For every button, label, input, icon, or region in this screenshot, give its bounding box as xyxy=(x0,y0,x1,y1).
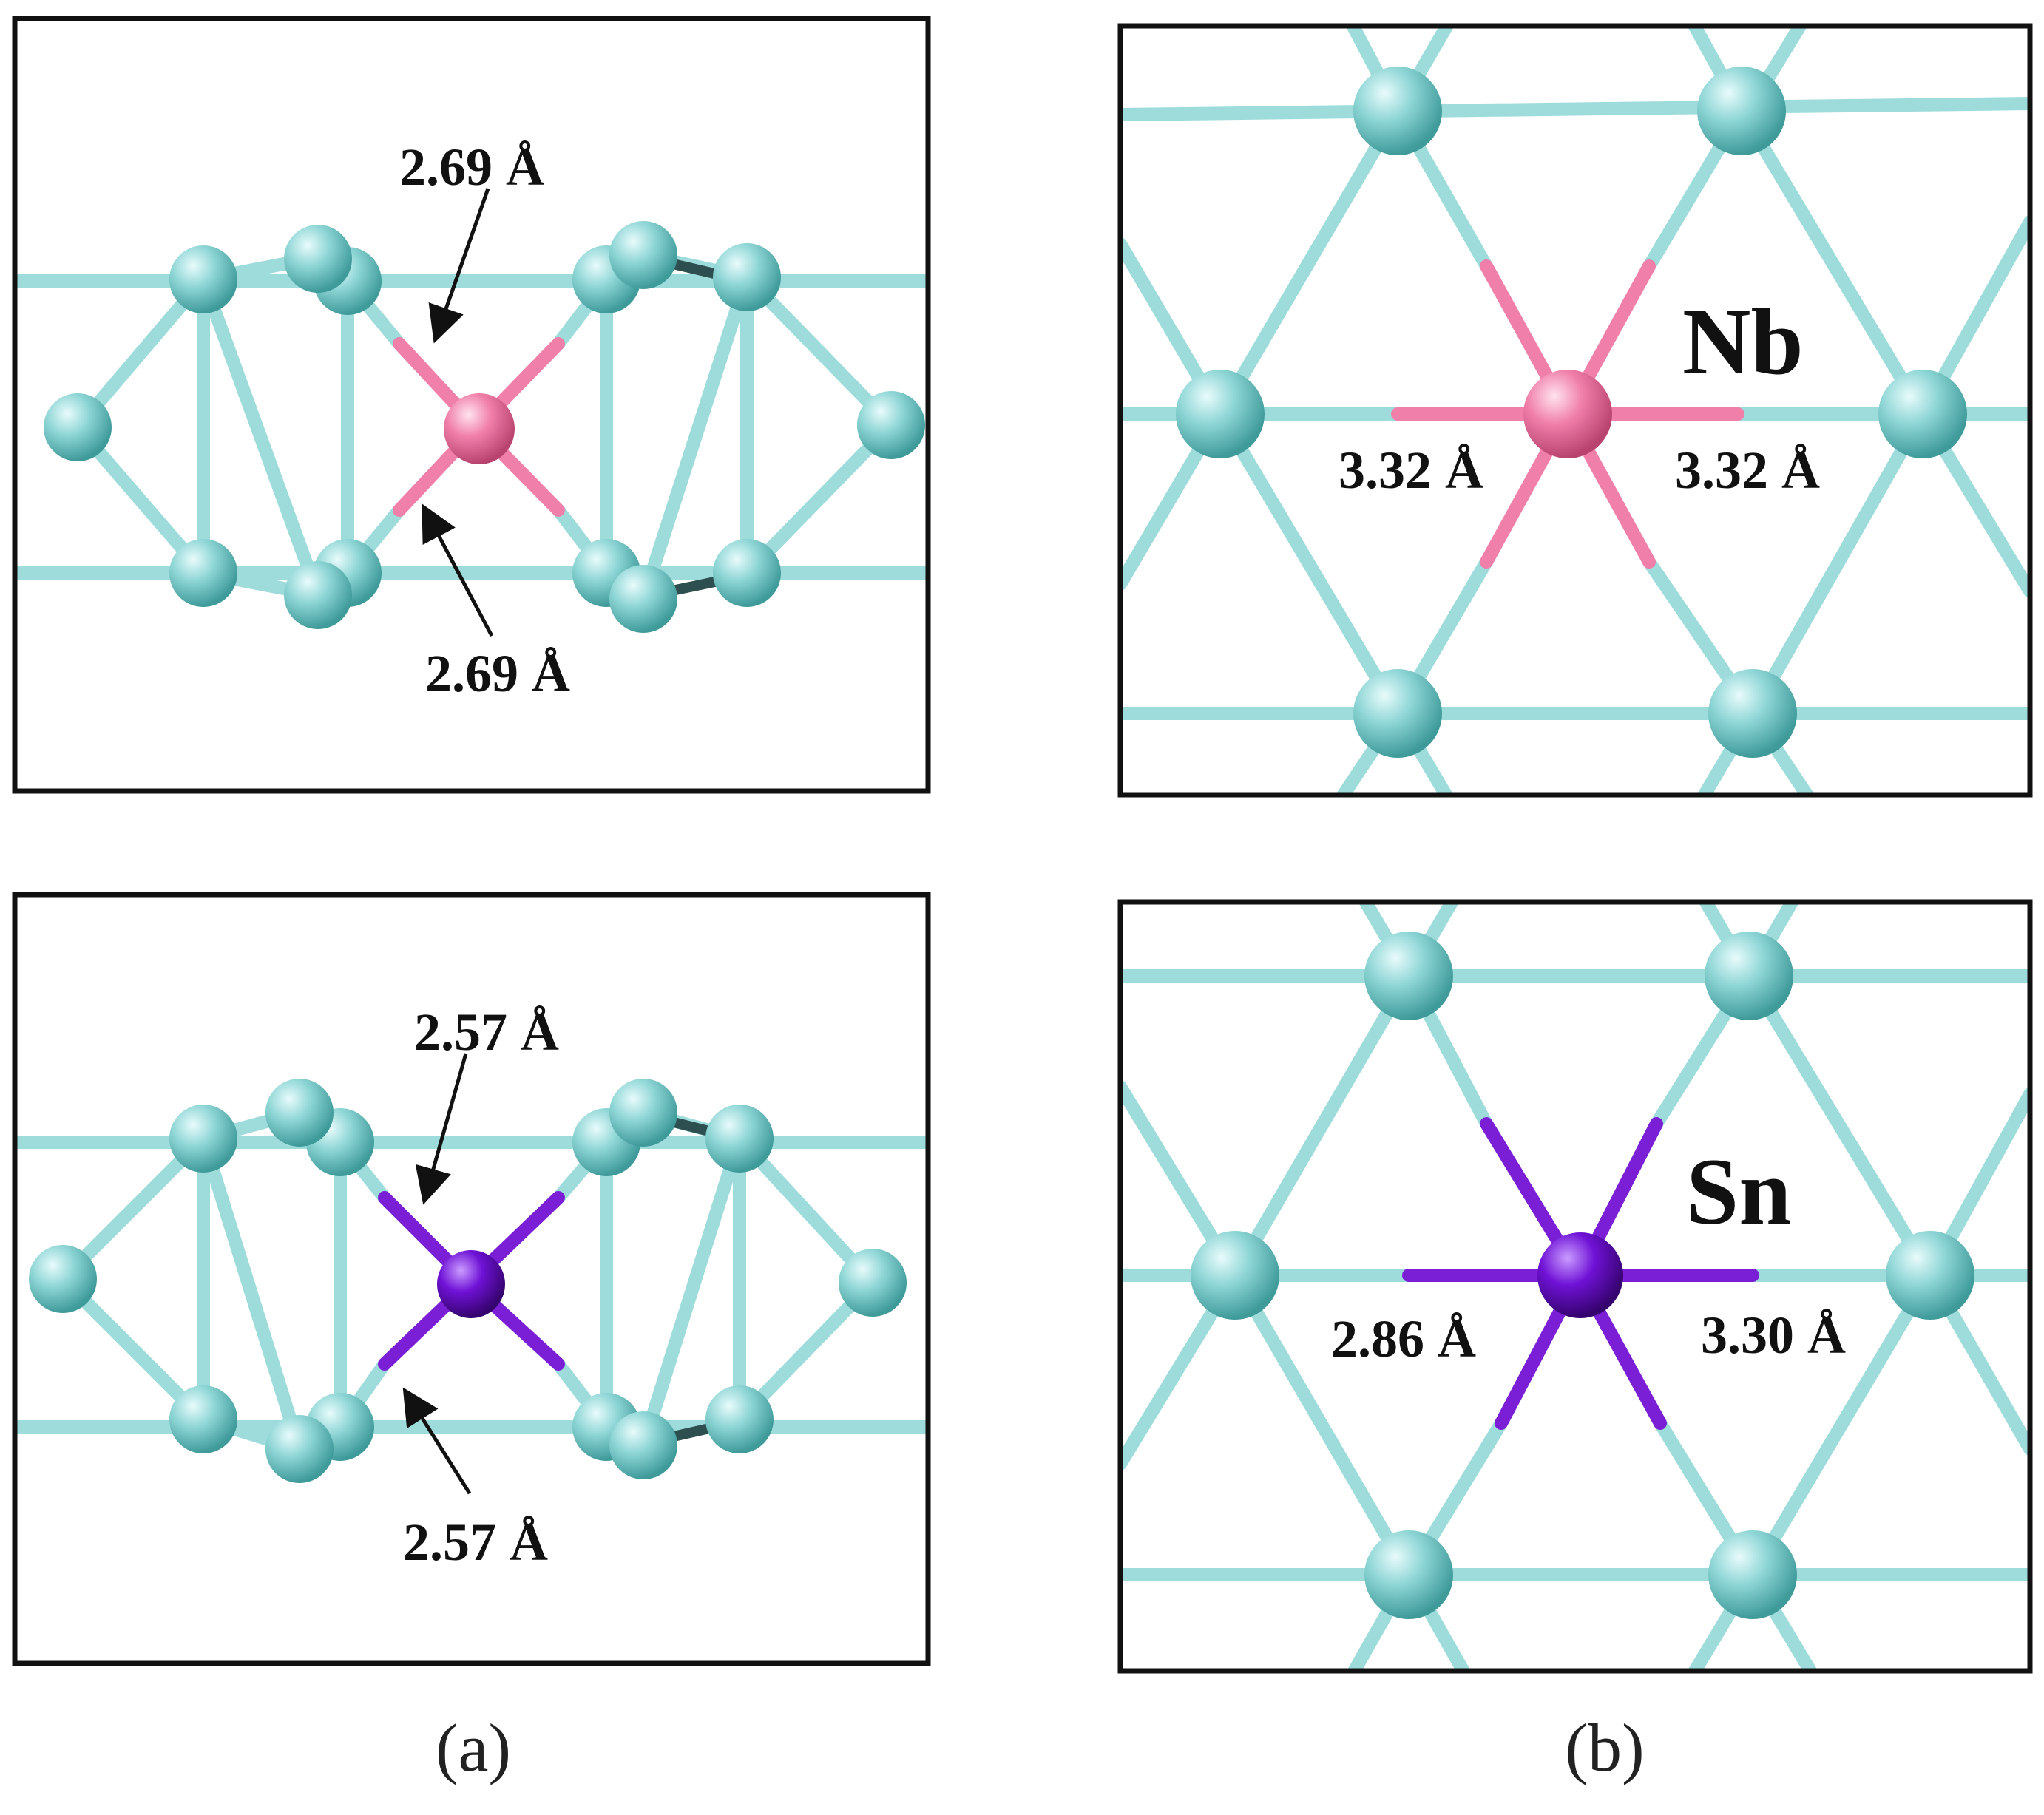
panel-b-top-view-sn: Sn 2.86 Å 3.30 Å xyxy=(1117,899,2033,1674)
nb-dopant-atom xyxy=(444,393,515,464)
element-label: Sn xyxy=(1686,1139,1791,1244)
bond-length-label-upper: 2.57 Å xyxy=(414,1003,559,1062)
bond-length-label-lower: 2.57 Å xyxy=(403,1513,548,1572)
sn-dopant-atom xyxy=(1537,1232,1623,1318)
sn-dopant-atom xyxy=(437,1250,505,1318)
bond-length-label-right: 3.30 Å xyxy=(1701,1306,1846,1365)
panel-a-side-view-sn: 2.57 Å 2.57 Å xyxy=(12,892,931,1666)
bond-length-label-lower: 2.69 Å xyxy=(425,644,570,703)
panel-frame xyxy=(12,892,931,1666)
panel-a-side-view-nb: 2.69 Å 2.69 Å xyxy=(12,16,931,794)
panel-frame xyxy=(1117,23,2033,798)
panel-frame xyxy=(1117,899,2033,1674)
panel-frame xyxy=(12,16,931,794)
caption-a: (a) xyxy=(436,1710,511,1785)
panel-b-top-view-nb: Nb 3.32 Å 3.32 Å xyxy=(1117,23,2033,798)
bond-length-label-upper: 2.69 Å xyxy=(399,138,544,197)
nb-dopant-atom xyxy=(1523,370,1612,458)
bond-length-label-right: 3.32 Å xyxy=(1675,441,1820,500)
caption-b: (b) xyxy=(1565,1710,1644,1785)
bond-length-label-left: 3.32 Å xyxy=(1339,441,1483,500)
element-label: Nb xyxy=(1682,289,1804,394)
bond-length-label-left: 2.86 Å xyxy=(1331,1309,1476,1368)
